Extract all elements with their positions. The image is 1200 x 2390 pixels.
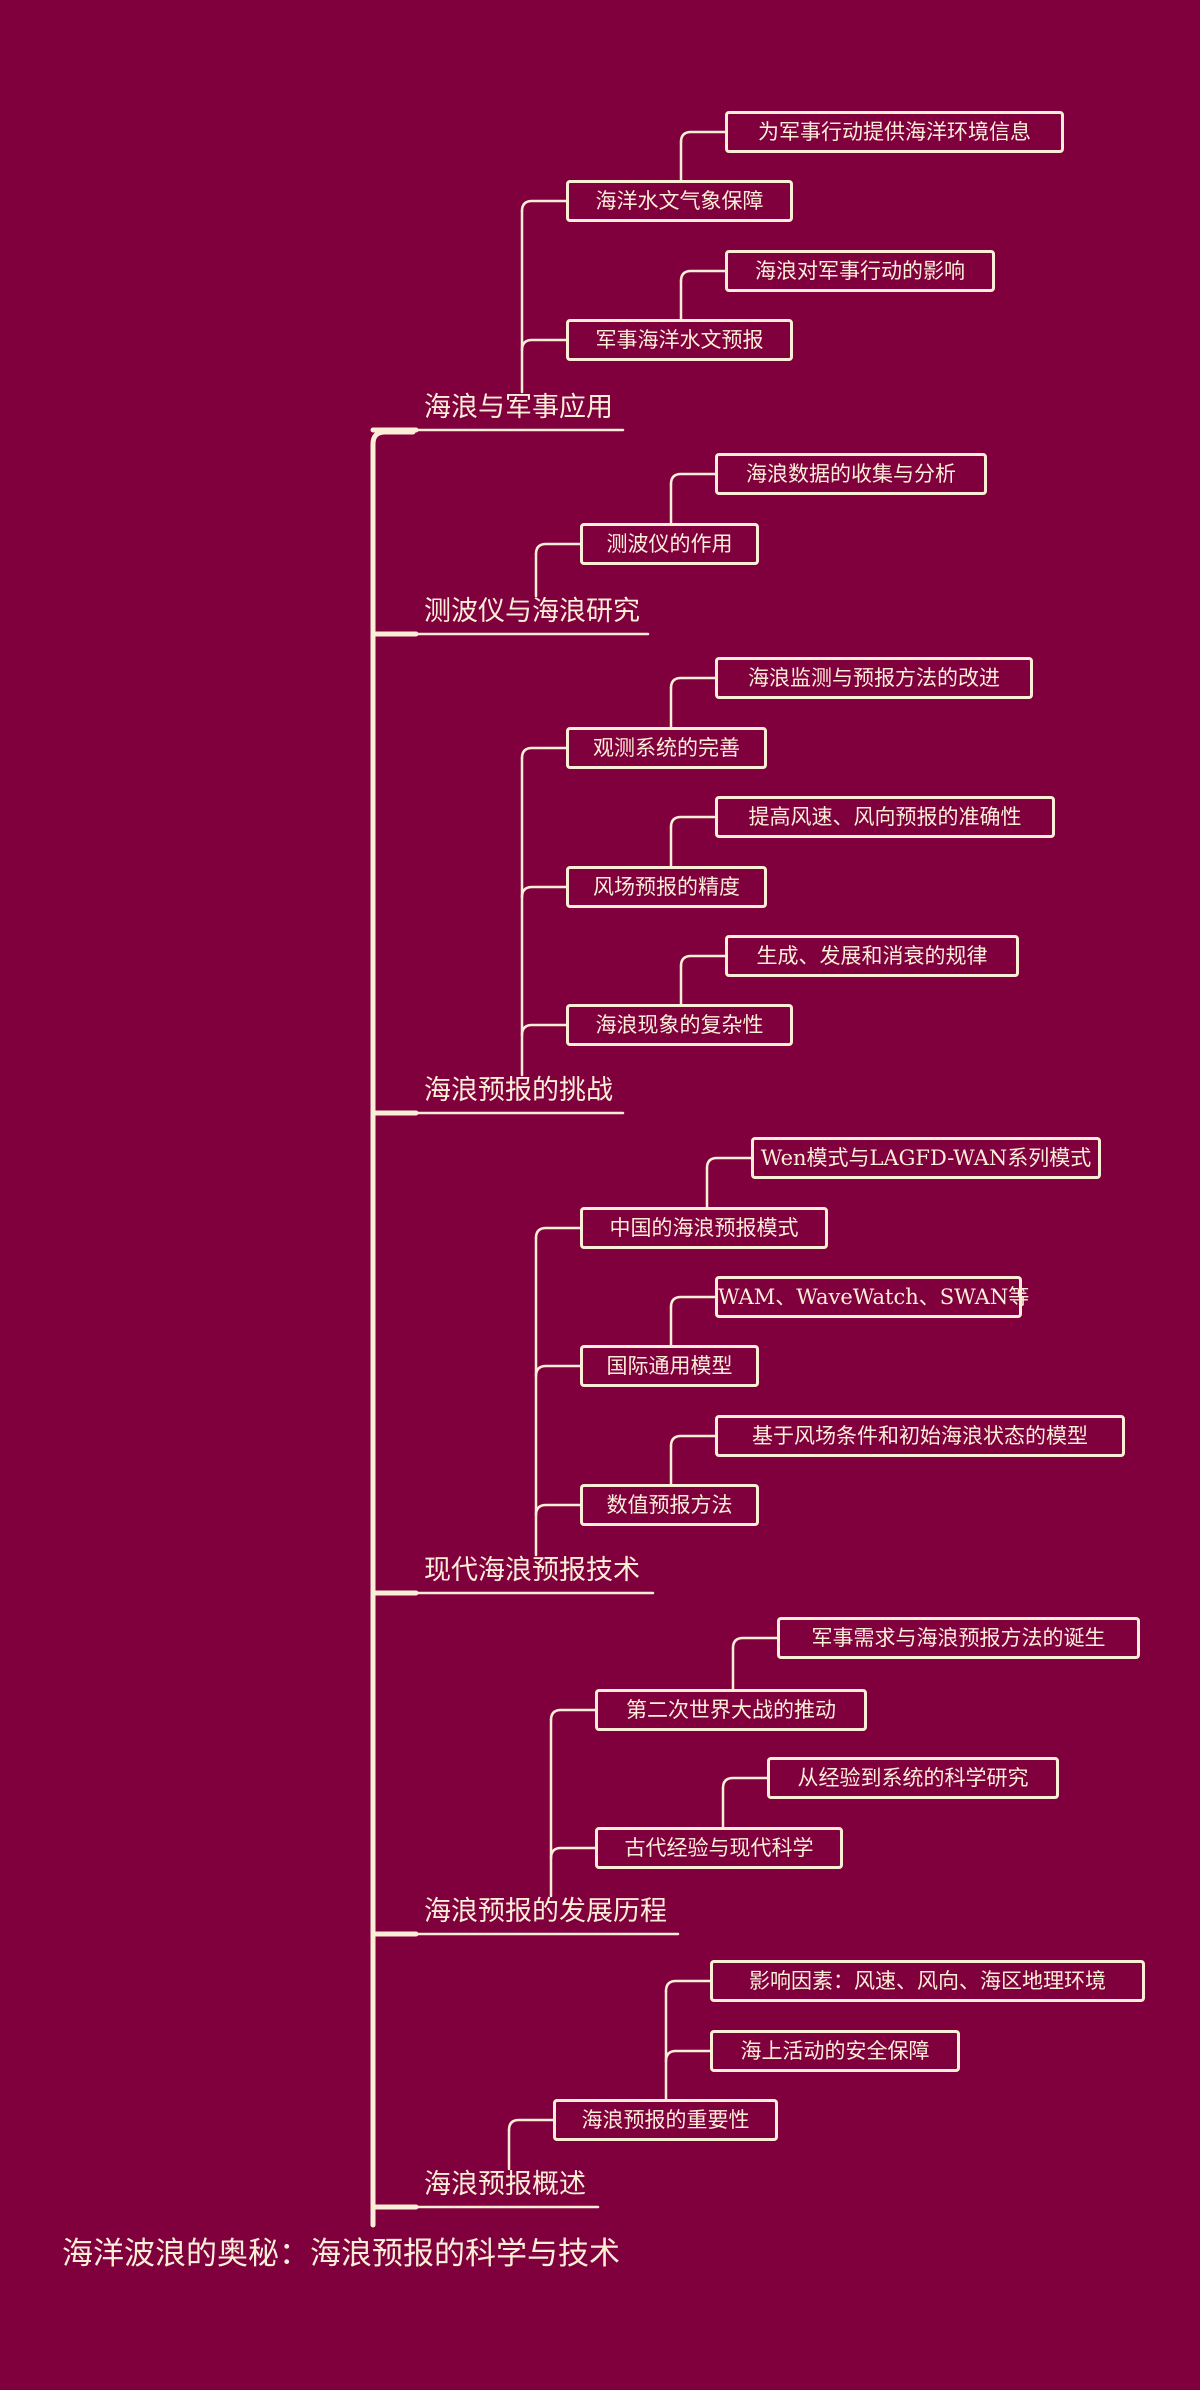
leaf-connector xyxy=(669,676,717,690)
child-connector xyxy=(507,2118,555,2132)
subtopic-node[interactable]: 数值预报方法 xyxy=(580,1484,759,1526)
detail-node[interactable]: 海上活动的安全保障 xyxy=(710,2030,960,2072)
leaf-connector xyxy=(679,130,727,144)
detail-node[interactable]: 为军事行动提供海洋环境信息 xyxy=(725,111,1064,153)
subtopic-node[interactable]: 军事海洋水文预报 xyxy=(566,319,793,361)
detail-node[interactable]: Wen模式与LAGFD-WAN系列模式 xyxy=(751,1137,1101,1179)
child-connector xyxy=(520,746,568,760)
branch-label[interactable]: 现代海浪预报技术 xyxy=(424,1555,640,1586)
detail-node[interactable]: 海浪对军事行动的影响 xyxy=(725,250,995,292)
leaf-connector xyxy=(669,1295,717,1309)
leaf-connector xyxy=(669,815,717,829)
subtopic-node[interactable]: 第二次世界大战的推动 xyxy=(595,1689,867,1731)
subtopic-node[interactable]: 中国的海浪预报模式 xyxy=(580,1207,828,1249)
leaf-connector xyxy=(679,954,727,968)
subtopic-node[interactable]: 观测系统的完善 xyxy=(566,727,767,769)
detail-node[interactable]: 生成、发展和消衰的规律 xyxy=(725,935,1019,977)
child-connector xyxy=(534,1226,582,1240)
detail-node[interactable]: 海浪数据的收集与分析 xyxy=(715,453,987,495)
branch-label[interactable]: 海浪预报的发展历程 xyxy=(424,1896,667,1927)
subtopic-node[interactable]: 海洋水文气象保障 xyxy=(566,180,793,222)
subtopic-node[interactable]: 古代经验与现代科学 xyxy=(595,1827,843,1869)
trunk-line xyxy=(370,429,416,2228)
subtopic-node[interactable]: 测波仪的作用 xyxy=(580,523,759,565)
child-connector xyxy=(520,199,568,213)
subtopic-node[interactable]: 国际通用模型 xyxy=(580,1345,759,1387)
child-connector xyxy=(534,1364,582,1378)
child-connector xyxy=(549,1708,597,1722)
leaf-connector xyxy=(705,1156,753,1170)
branch-label[interactable]: 测波仪与海浪研究 xyxy=(424,596,640,627)
branch-label[interactable]: 海浪与军事应用 xyxy=(424,392,613,423)
root-title: 海洋波浪的奥秘：海浪预报的科学与技术 xyxy=(62,2236,620,2272)
detail-node[interactable]: 基于风场条件和初始海浪状态的模型 xyxy=(715,1415,1125,1457)
detail-node[interactable]: 海浪监测与预报方法的改进 xyxy=(715,657,1033,699)
child-connector xyxy=(534,542,582,556)
leaf-connector xyxy=(731,1636,779,1650)
subtopic-node[interactable]: 海浪预报的重要性 xyxy=(553,2099,778,2141)
detail-node[interactable]: 从经验到系统的科学研究 xyxy=(767,1757,1059,1799)
branch-label[interactable]: 海浪预报的挑战 xyxy=(424,1075,613,1106)
child-connector xyxy=(534,1503,582,1517)
leaf-connector xyxy=(679,269,727,283)
child-connector xyxy=(520,885,568,899)
detail-node[interactable]: 提高风速、风向预报的准确性 xyxy=(715,796,1055,838)
branch-label[interactable]: 海浪预报概述 xyxy=(424,2169,586,2200)
leaf-connector xyxy=(664,2049,712,2063)
detail-node[interactable]: WAM、WaveWatch、SWAN等 xyxy=(715,1276,1029,1318)
leaf-connector xyxy=(664,1979,712,1993)
detail-node[interactable]: 军事需求与海浪预报方法的诞生 xyxy=(777,1617,1140,1659)
subtopic-node[interactable]: 风场预报的精度 xyxy=(566,866,767,908)
subtopic-node[interactable]: 海浪现象的复杂性 xyxy=(566,1004,793,1046)
child-connector xyxy=(520,1023,568,1037)
child-connector xyxy=(520,338,568,352)
leaf-connector xyxy=(669,472,717,486)
child-connector xyxy=(549,1846,597,1860)
detail-node[interactable]: 影响因素：风速、风向、海区地理环境 xyxy=(710,1960,1145,2002)
leaf-connector xyxy=(721,1776,769,1790)
leaf-connector xyxy=(669,1434,717,1448)
